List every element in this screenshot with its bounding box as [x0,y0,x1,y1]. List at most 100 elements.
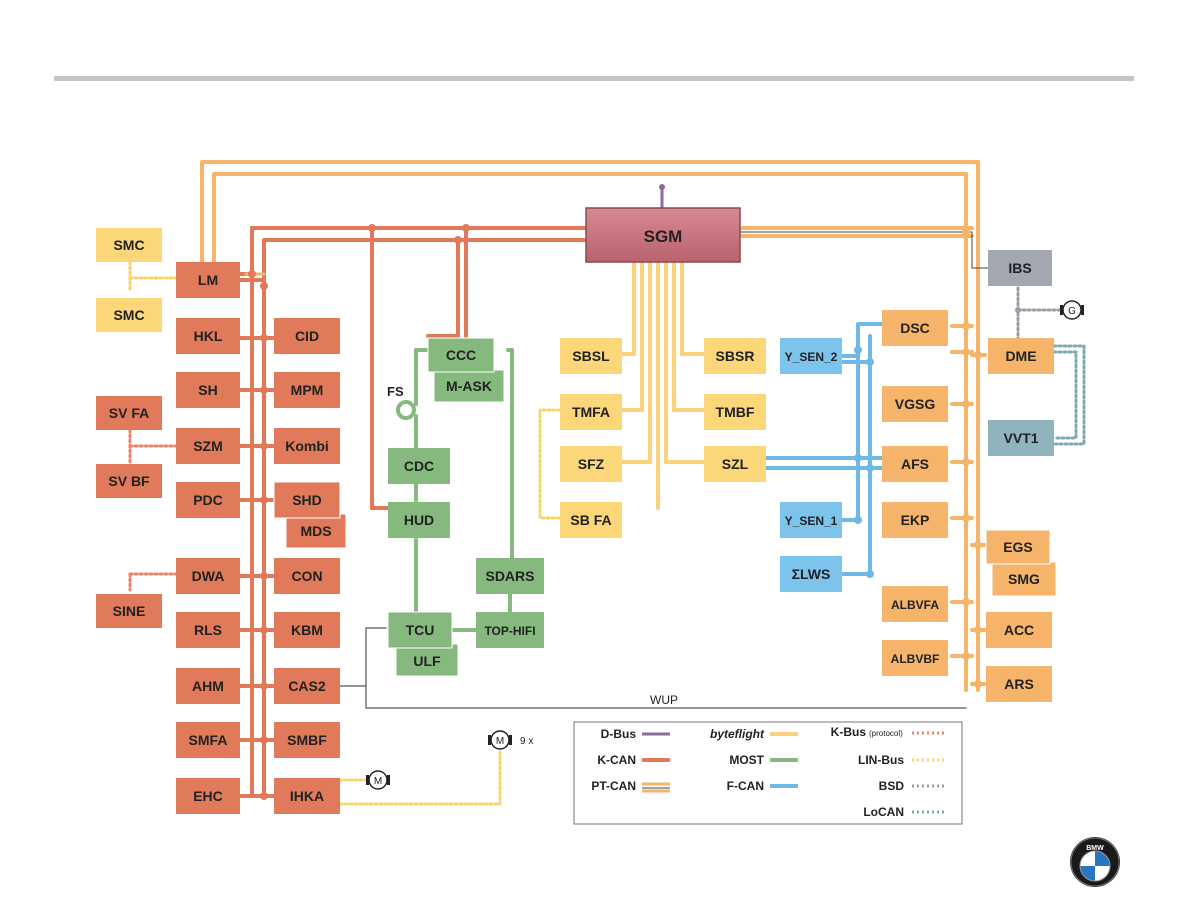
node-top-hifi[interactable]: TOP-HIFI [476,612,544,648]
motor-count-label: 9 x [520,736,533,747]
svg-text:IHKA: IHKA [290,788,324,804]
svg-text:CID: CID [295,328,319,344]
bsd-links [1016,286,1064,342]
node-albvfa[interactable]: ALBVFA [882,586,948,622]
svg-text:RLS: RLS [194,622,222,638]
svg-text:EHC: EHC [193,788,223,804]
node-szm[interactable]: SZM [176,428,240,464]
node-sv-fa[interactable]: SV FA [96,396,162,430]
node-sbsl[interactable]: SBSL [560,338,622,374]
node-sb-fa[interactable]: SB FA [560,502,622,538]
node-mds[interactable]: MDS [285,513,347,549]
svg-text:SZM: SZM [193,438,223,454]
svg-text:LM: LM [198,272,218,288]
node-smbf[interactable]: SMBF [274,722,340,758]
node-cid[interactable]: CID [274,318,340,354]
svg-text:SMFA: SMFA [189,732,228,748]
svg-text:DME: DME [1005,348,1036,364]
node-cdc[interactable]: CDC [388,448,450,484]
node-kombi[interactable]: Kombi [274,428,340,464]
svg-text:EKP: EKP [901,512,930,528]
legend-k-bus: K-Bus [831,725,867,739]
motor-icon: M [366,770,390,790]
svg-text:SMC: SMC [113,307,144,323]
node-pdc[interactable]: PDC [176,482,240,518]
legend-lin-bus: LIN-Bus [858,753,904,767]
node-vvt1[interactable]: VVT1 [988,420,1054,456]
node-sh[interactable]: SH [176,372,240,408]
node-m-ask[interactable]: M-ASK [433,369,505,403]
svg-text:SMC: SMC [113,237,144,253]
node-cas2[interactable]: CAS2 [274,668,340,704]
node-hkl[interactable]: HKL [176,318,240,354]
node-szl[interactable]: SZL [704,446,766,482]
node-sgm[interactable]: SGM [585,207,741,263]
node-afs[interactable]: AFS [882,446,948,482]
svg-text:EGS: EGS [1003,539,1033,555]
node-ihka[interactable]: IHKA [274,778,340,814]
svg-text:SBSL: SBSL [572,348,610,364]
svg-text:TMFA: TMFA [572,404,610,420]
legend-pt-can: PT-CAN [591,779,636,793]
node-hud[interactable]: HUD [388,502,450,538]
node-rls[interactable]: RLS [176,612,240,648]
node-dme[interactable]: DME [988,338,1054,374]
node-smc-bottom[interactable]: SMC [96,298,162,332]
node-dsc[interactable]: DSC [882,310,948,346]
node-kbm[interactable]: KBM [274,612,340,648]
svg-text:SMBF: SMBF [287,732,327,748]
node-smc-top[interactable]: SMC [96,228,162,262]
node-sbsr[interactable]: SBSR [704,338,766,374]
node-con[interactable]: CON [274,558,340,594]
svg-text:Kombi: Kombi [285,438,329,454]
legend-byteflight: byteflight [710,727,765,741]
node-ekp[interactable]: EKP [882,502,948,538]
wup-line [339,685,967,709]
node-sfz[interactable]: SFZ [560,446,622,482]
svg-text:KBM: KBM [291,622,323,638]
node-sine[interactable]: SINE [96,594,162,628]
node-ars[interactable]: ARS [986,666,1052,702]
node-tmbf[interactable]: TMBF [704,394,766,430]
svg-text:SH: SH [198,382,217,398]
node-sv-bf[interactable]: SV BF [96,464,162,498]
node-tmfa[interactable]: TMFA [560,394,622,430]
node-label-sgm: SGM [644,227,683,246]
node-ibs[interactable]: IBS [988,250,1052,286]
svg-text:SZL: SZL [722,456,749,472]
node-y-sen-2[interactable]: Y_SEN_2 [780,338,842,374]
node-ulf[interactable]: ULF [395,643,459,677]
node-albvbf[interactable]: ALBVBF [882,640,948,676]
node-egs[interactable]: EGS [985,529,1051,565]
node-mpm[interactable]: MPM [274,372,340,408]
svg-text:CAS2: CAS2 [288,678,326,694]
node-vgsg[interactable]: VGSG [882,386,948,422]
node-ahm[interactable]: AHM [176,668,240,704]
svg-text:AFS: AFS [901,456,929,472]
svg-text:SBSR: SBSR [716,348,755,364]
node-y-sen-1[interactable]: Y_SEN_1 [780,502,842,538]
svg-text:CDC: CDC [404,458,434,474]
svg-text:SV FA: SV FA [109,405,149,421]
lin-bus-links [128,260,562,806]
node-lws[interactable]: ΣLWS [780,556,842,592]
svg-text:SDARS: SDARS [485,568,534,584]
node-smg[interactable]: SMG [991,561,1057,597]
svg-text:CCC: CCC [446,347,476,363]
node-ehc[interactable]: EHC [176,778,240,814]
node-tcu[interactable]: TCU [387,611,453,649]
svg-text:G: G [1068,306,1076,317]
node-dwa[interactable]: DWA [176,558,240,594]
node-sdars[interactable]: SDARS [476,558,544,594]
svg-text:SV BF: SV BF [108,473,150,489]
node-acc[interactable]: ACC [986,612,1052,648]
fs-connector [396,400,416,420]
svg-text:SFZ: SFZ [578,456,605,472]
legend-bsd: BSD [879,779,905,793]
node-lm[interactable]: LM [176,262,240,298]
svg-text:DWA: DWA [192,568,225,584]
node-shd[interactable]: SHD [273,481,341,519]
node-smfa[interactable]: SMFA [176,722,240,758]
node-ccc[interactable]: CCC [427,337,495,373]
